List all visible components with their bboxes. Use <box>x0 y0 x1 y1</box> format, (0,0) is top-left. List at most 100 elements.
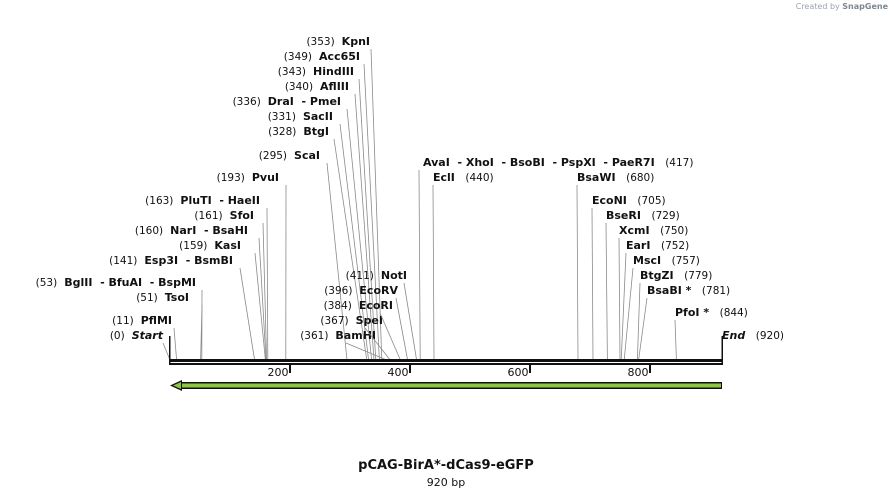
site-ecorv: (396) EcoRV <box>324 284 408 361</box>
backbone-top-strand <box>170 359 722 362</box>
site-label: (343) HindIII <box>278 65 354 78</box>
site-leader-line <box>395 297 408 361</box>
site-leader-line <box>618 237 621 361</box>
backbone-bottom-strand <box>170 363 722 365</box>
site-hindiii: (343) HindIII <box>278 65 377 361</box>
site-btgi: (328) BtgI <box>268 125 368 361</box>
site-leader-line <box>418 169 421 361</box>
site-leader-line <box>379 312 401 361</box>
site-leader-line <box>637 282 641 361</box>
site-label: (295) ScaI <box>259 149 320 162</box>
site-label: (163) PluTI - HaeII <box>145 194 260 207</box>
site-label: (367) SpeI <box>320 314 383 327</box>
site-sacii: (331) SacII <box>268 110 369 361</box>
site-label: (384) EcoRI <box>324 299 393 312</box>
site-label: (361) BamHI <box>300 329 376 342</box>
site-leader-line <box>266 207 269 361</box>
site-leader-line <box>254 252 266 361</box>
site-pflmi: (11) PflMI <box>112 314 177 361</box>
site-leader-line <box>346 108 372 361</box>
site-bglii: (53) BglII - BfuAI - BspMI <box>36 276 203 361</box>
site-leader-line <box>403 282 417 361</box>
map-length: 920 bp <box>426 476 466 489</box>
site-esp3i: (141) Esp3I - BsmBI <box>109 254 255 361</box>
site-leader-line <box>605 222 608 361</box>
site-bamhi: (361) BamHI <box>300 329 387 361</box>
site-kasi: (159) KasI <box>179 239 266 361</box>
site-label: (159) KasI <box>179 239 241 252</box>
site-xcmi: XcmI (750) <box>618 224 688 361</box>
site-leader-line <box>173 327 177 361</box>
end-end-cap <box>721 336 723 365</box>
site-label: (396) EcoRV <box>324 284 398 297</box>
site-leader-line <box>364 327 391 361</box>
site-econi: EcoNI (705) <box>591 194 666 361</box>
site-eari: EarI (752) <box>620 239 689 361</box>
site-bsawi: BsaWI (680) <box>576 171 654 361</box>
site-ecli: EclI (440) <box>432 171 494 361</box>
site-label: (336) DraI - PmeI <box>233 95 341 108</box>
site-spei: (367) SpeI <box>320 314 391 361</box>
site-bseri: BseRI (729) <box>605 209 680 361</box>
start-end-cap <box>169 336 171 365</box>
site-leader-line <box>591 207 594 361</box>
site-afliii: (340) AflIII <box>285 80 375 361</box>
site-leader-line <box>432 184 435 361</box>
site-avai: AvaI - XhoI - BsoBI - PspXI - PaeR7I (41… <box>418 156 693 361</box>
site-leader-line <box>345 342 387 361</box>
site-end: End (920) <box>721 329 784 360</box>
site-noti: (411) NotI <box>346 269 417 361</box>
site-label: XcmI (750) <box>619 224 688 237</box>
site-label: (11) PflMI <box>112 314 172 327</box>
map-title: pCAG-BirA*-dCas9-eGFP <box>358 458 534 473</box>
site-label: EcoNI (705) <box>592 194 666 207</box>
site-pfoi: PfoI * (844) <box>674 306 748 361</box>
site-leader-line <box>262 222 267 361</box>
site-leader-line <box>333 138 368 361</box>
site-leader-line <box>339 123 369 361</box>
site-label: (328) BtgI <box>268 125 329 138</box>
ruler-tick-label: 400 <box>388 366 409 379</box>
site-label: (0) Start <box>110 329 164 342</box>
site-sfoi: (161) SfoI <box>194 209 267 361</box>
site-label: BtgZI (779) <box>640 269 712 282</box>
site-label: EclI (440) <box>433 171 494 184</box>
site-pluti: (163) PluTI - HaeII <box>145 194 269 361</box>
site-label: PfoI * (844) <box>675 306 748 319</box>
site-leader-line <box>370 48 383 361</box>
site-nari: (160) NarI - BsaHI <box>135 224 267 361</box>
site-leader-line <box>363 63 380 361</box>
site-label: (349) Acc65I <box>284 50 360 63</box>
site-scai: (295) ScaI <box>259 149 348 361</box>
site-label: (193) PvuI <box>217 171 279 184</box>
site-leader-line <box>358 78 377 361</box>
site-label: (161) SfoI <box>194 209 254 222</box>
watermark-prefix: Created by <box>795 2 840 11</box>
site-label: (53) BglII - BfuAI - BspMI <box>36 276 196 289</box>
site-kpni: (353) KpnI <box>306 35 383 361</box>
site-leader-line <box>638 297 648 361</box>
site-label: BseRI (729) <box>606 209 680 222</box>
ruler-tick-label: 200 <box>268 366 289 379</box>
site-leader-line <box>620 252 627 361</box>
site-leader-line <box>162 342 171 361</box>
site-label: (411) NotI <box>346 269 407 282</box>
feature-arrow-head-fill <box>173 382 181 389</box>
site-leader-line <box>674 319 677 361</box>
ruler-tick-label: 800 <box>628 366 649 379</box>
site-leader-line <box>258 237 267 361</box>
site-label: (141) Esp3I - BsmBI <box>109 254 233 267</box>
site-ecori: (384) EcoRI <box>324 299 401 361</box>
site-leader-line <box>354 93 375 361</box>
snapgene-watermark: Created by SnapGene <box>796 2 888 11</box>
site-label: (340) AflIII <box>285 80 349 93</box>
site-label: (51) TsoI <box>136 291 189 304</box>
site-label: (353) KpnI <box>306 35 370 48</box>
site-leader-line <box>326 162 348 361</box>
site-label: EarI (752) <box>626 239 689 252</box>
site-leader-line <box>239 267 255 361</box>
site-bsabi: BsaBI * (781) <box>638 284 730 361</box>
site-leader-line <box>623 267 634 361</box>
site-drai: (336) DraI - PmeI <box>233 95 372 361</box>
